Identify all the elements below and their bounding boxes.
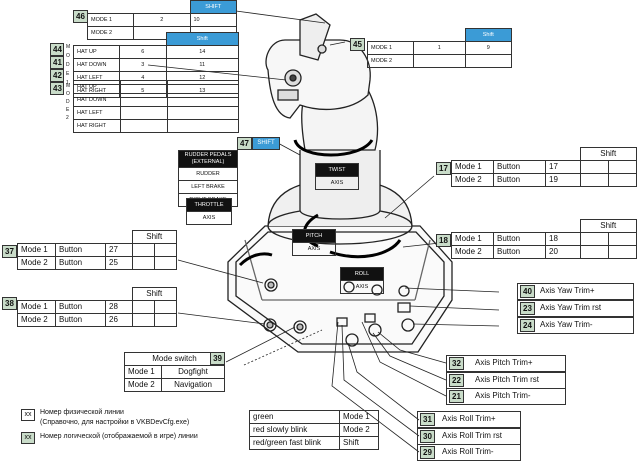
line-number-31: 31 <box>420 413 435 426</box>
axis-roll-trim-rst: Axis Roll Trim rst <box>442 431 502 440</box>
line-number-17: 17 <box>436 162 451 175</box>
line-number-24: 24 <box>520 319 535 332</box>
roll-table: ROLL AXIS <box>340 267 384 294</box>
axis-yaw-trim-rst: Axis Yaw Trim rst <box>540 303 602 312</box>
line-number-29: 29 <box>420 446 435 459</box>
mode2-label: MODE 2 <box>87 26 134 40</box>
line-number-23: 23 <box>520 302 535 315</box>
line-number-47: 47 <box>237 137 252 150</box>
axis-box <box>417 428 521 445</box>
line-number-40: 40 <box>520 285 535 298</box>
shift-button-label: SHIFT <box>252 137 280 150</box>
led-state: green <box>249 410 340 424</box>
line-number-39: 39 <box>210 352 225 365</box>
legend-logical-text: Номер логической (отображаемой в игре) л… <box>40 433 198 440</box>
line-number-21: 21 <box>449 390 464 403</box>
axis-roll-trim-minus: Axis Roll Trim- <box>442 447 494 456</box>
led-state: red slowly blink <box>249 423 340 437</box>
led-state: red/green fast blink <box>249 436 340 450</box>
twist-table: TWIST AXIS <box>315 163 359 190</box>
mode1-shift-value: 10 <box>189 13 237 27</box>
shift-header: Shift <box>464 28 512 42</box>
led-mode: Mode 1 <box>339 410 379 424</box>
shift-header: SHIFT <box>189 0 237 14</box>
axis-yaw-trim-minus: Axis Yaw Trim- <box>540 320 593 329</box>
line-number-46: 46 <box>73 10 88 23</box>
line-number-38: 38 <box>2 297 17 310</box>
led-mode: Shift <box>339 436 379 450</box>
axis-box <box>517 283 634 300</box>
line-number-18: 18 <box>436 234 451 247</box>
axis-box <box>417 411 521 428</box>
axis-box <box>446 388 566 405</box>
axis-pitch-trim-plus: Axis Pitch Trim+ <box>475 358 533 367</box>
hat-number-column: 44 41 42 43 <box>50 43 64 95</box>
axis-box <box>517 300 634 317</box>
axis-yaw-trim-plus: Axis Yaw Trim+ <box>540 286 595 295</box>
line-number-22: 22 <box>449 374 464 387</box>
hat-mode1-label: M O D E 1 <box>66 44 71 86</box>
line-number-45: 45 <box>350 38 365 51</box>
led-mode: Mode 2 <box>339 423 379 437</box>
axis-roll-trim-plus: Axis Roll Trim+ <box>442 414 496 423</box>
legend-logical-swatch: xx <box>21 432 35 444</box>
throttle-table: THROTTLE AXIS <box>186 198 232 225</box>
line-number-30: 30 <box>420 430 435 443</box>
axis-box <box>417 444 521 461</box>
axis-pitch-trim-minus: Axis Pitch Trim- <box>475 391 531 400</box>
line-number-32: 32 <box>449 357 464 370</box>
legend-physical-text: Номер физической линии <box>40 409 124 416</box>
legend-physical-swatch: xx <box>21 409 35 421</box>
hat-mode2-table: HAT UP HAT DOWN HAT LEFT HAT RIGHT <box>73 80 239 133</box>
axis-pitch-trim-rst: Axis Pitch Trim rst <box>475 375 540 384</box>
line-number-37: 37 <box>2 245 17 258</box>
hat-mode2-label: M O D E 2 <box>66 83 71 121</box>
pitch-table: PITCH AXIS <box>292 229 336 256</box>
mode1-value: 2 <box>133 13 191 27</box>
axis-box <box>446 355 566 372</box>
mode-switch-title: Mode switch <box>152 354 197 363</box>
legend-physical-note: (Справочно, для настройки в VKBDevCfg.ex… <box>40 419 190 426</box>
axis-box <box>517 317 634 334</box>
mode1-label: MODE 1 <box>87 13 134 27</box>
axis-box <box>446 372 566 389</box>
